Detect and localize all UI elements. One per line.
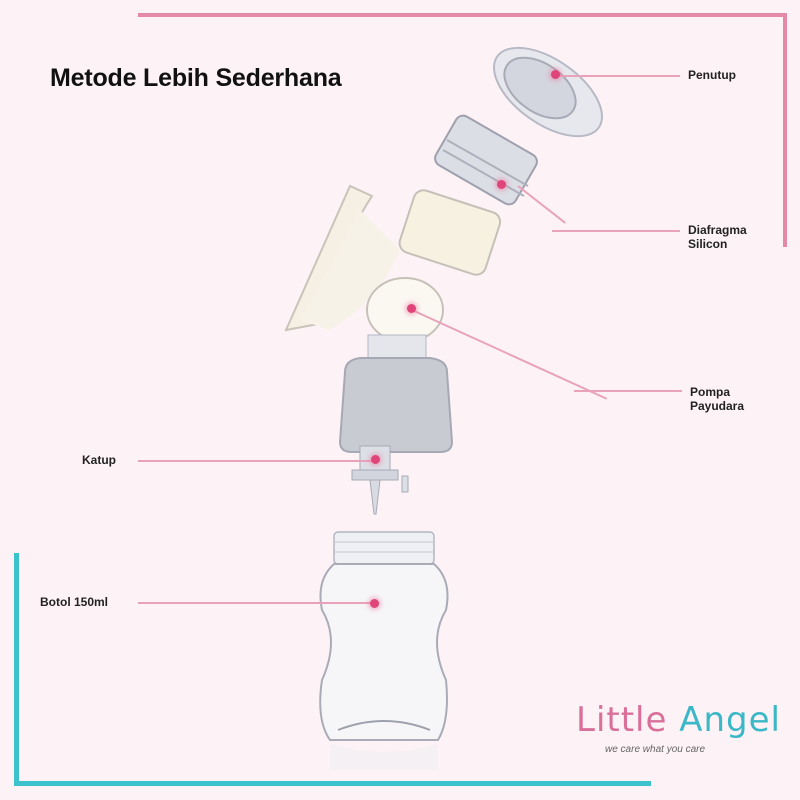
leader-katup <box>138 460 374 462</box>
frame-right <box>783 13 787 247</box>
marker-dot-diafragma <box>497 180 506 189</box>
label-diafragma: Diafragma Silicon <box>688 223 747 251</box>
label-pompa: Pompa Payudara <box>690 385 745 413</box>
frame-left <box>14 553 19 786</box>
brand-logo: Little Angel <box>576 700 781 740</box>
valve-image <box>351 445 409 515</box>
frame-bottom <box>14 781 651 786</box>
marker-dot-penutup <box>551 70 560 79</box>
marker-dot-botol <box>370 599 379 608</box>
brand-tagline: we care what you care <box>605 744 706 755</box>
frame-top <box>138 13 786 17</box>
label-botol: Botol 150ml <box>40 595 109 609</box>
bottle-image <box>319 531 449 770</box>
page-title: Metode Lebih Sederhana <box>50 64 342 92</box>
label-katup: Katup <box>82 453 116 467</box>
brand-name-part2: Angel <box>679 700 781 740</box>
leader-penutup <box>556 75 680 77</box>
label-penutup: Penutup <box>688 68 736 82</box>
pump-body-image <box>284 184 502 453</box>
leader-diafragma-h <box>552 230 680 232</box>
brand-name-part1: Little <box>576 700 668 740</box>
leader-botol <box>138 602 374 604</box>
marker-dot-katup <box>371 455 380 464</box>
diaphragm-image <box>434 114 538 206</box>
marker-dot-pompa <box>407 304 416 313</box>
leader-pompa-h <box>574 390 682 392</box>
